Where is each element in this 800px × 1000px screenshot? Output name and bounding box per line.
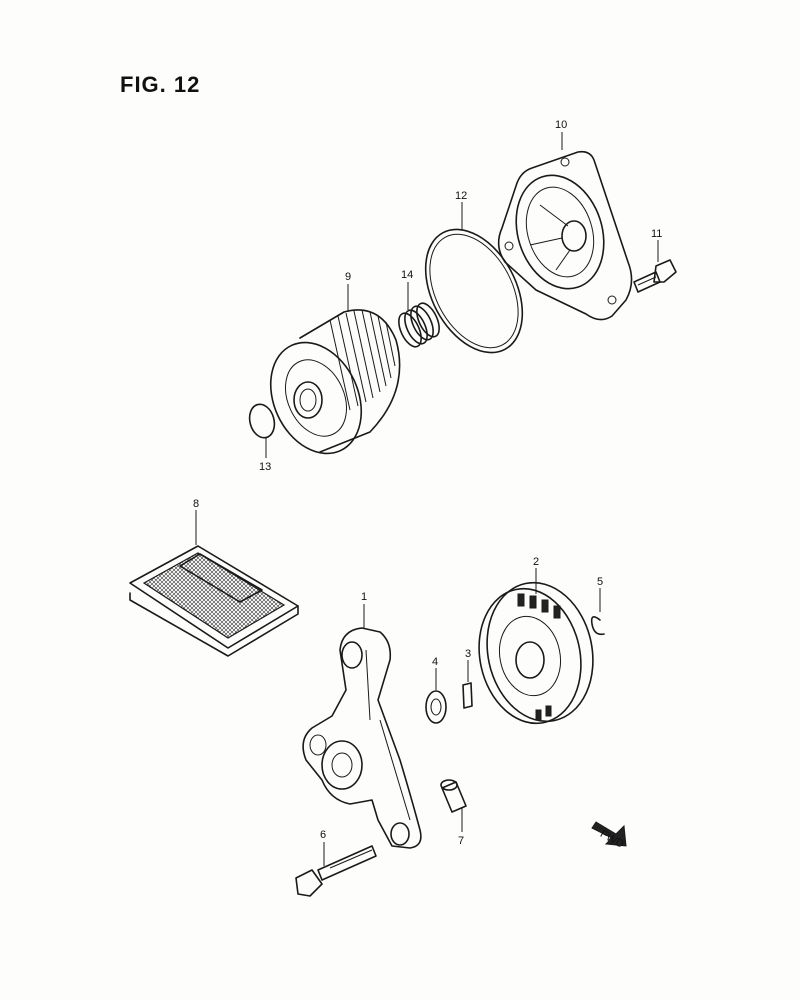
callout-8: 8 (193, 498, 199, 510)
callout-1: 1 (361, 591, 367, 603)
callout-5: 5 (597, 576, 603, 588)
part-14-spring (398, 302, 440, 348)
figure-title: FIG. 12 (120, 72, 201, 97)
callout-10: 10 (555, 119, 567, 131)
part-6-bolt (295, 845, 377, 897)
callout-12: 12 (455, 190, 467, 202)
part-4-washer (425, 690, 447, 724)
callout-14: 14 (401, 269, 413, 281)
part-8-oil-strainer (129, 545, 299, 657)
part-10-filter-cap (497, 150, 633, 321)
fwd-arrow-icon (591, 821, 627, 847)
part-2-gear (478, 581, 594, 725)
callout-13: 13 (259, 461, 271, 473)
gear-teeth (517, 593, 561, 721)
callout-11: 11 (651, 228, 662, 240)
part-12-o-ring-inner (429, 233, 519, 349)
leader-lines (195, 132, 659, 866)
part-13-small-o-ring (248, 403, 276, 439)
callout-2: 2 (533, 556, 539, 568)
part-12-o-ring (424, 228, 524, 354)
callout-4: 4 (432, 656, 438, 668)
callout-7: 7 (458, 835, 464, 847)
callout-6: 6 (320, 829, 326, 841)
part-7-bushing (440, 779, 467, 813)
filter-pleats (329, 309, 396, 411)
part-3-pin (462, 682, 473, 709)
callout-3: 3 (465, 648, 471, 660)
part-1-oil-pump (302, 627, 422, 849)
part-5-circlip (590, 616, 605, 636)
part-9-oil-filter (269, 309, 401, 455)
part-11-bolt (633, 259, 677, 293)
callout-9: 9 (345, 271, 351, 283)
